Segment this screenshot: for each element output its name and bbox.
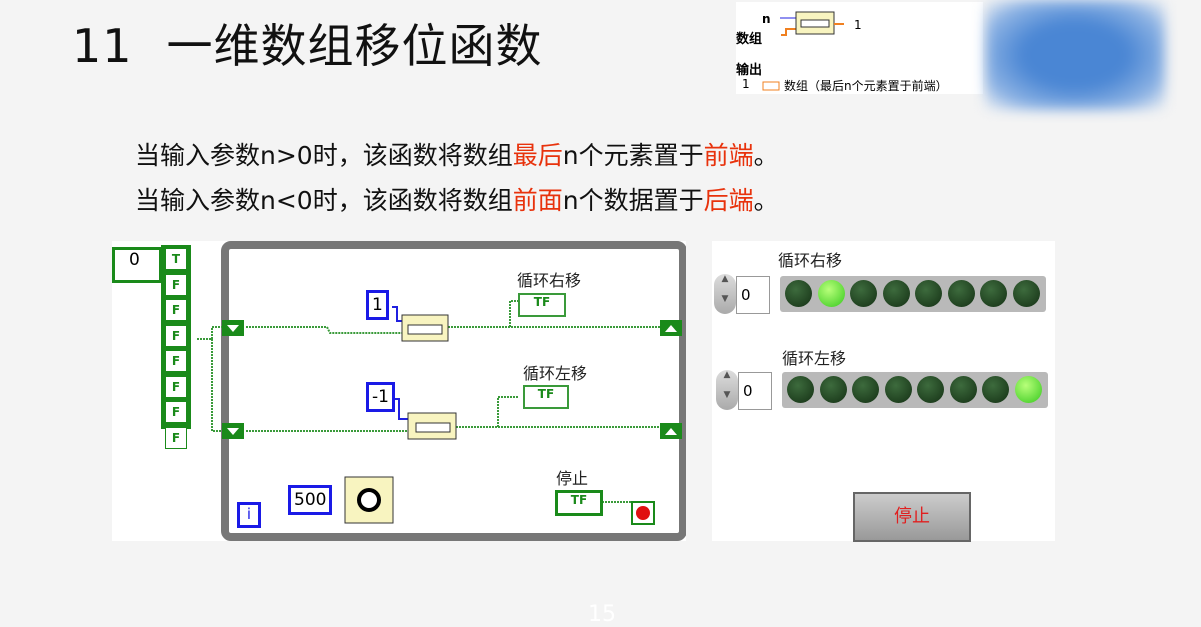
led[interactable] bbox=[884, 376, 912, 403]
left-led-array bbox=[782, 372, 1048, 408]
array-element[interactable]: F bbox=[165, 426, 187, 449]
led[interactable] bbox=[917, 376, 944, 403]
shift-right-constant[interactable]: 1 bbox=[366, 290, 389, 320]
desc-line-2: 当输入参数n<0时，该函数将数组前面n个数据置于后端。 bbox=[135, 186, 779, 215]
stop-terminal[interactable]: TF bbox=[555, 490, 603, 516]
led[interactable] bbox=[852, 376, 879, 403]
led[interactable] bbox=[882, 280, 910, 307]
left-indicator-label: 循环左移 bbox=[523, 364, 588, 383]
right-indicator-terminal[interactable]: TF bbox=[518, 293, 566, 317]
array-element[interactable]: F bbox=[165, 273, 187, 296]
stop-button[interactable]: 停止 bbox=[853, 492, 971, 542]
blurred-image bbox=[985, 0, 1165, 110]
led[interactable] bbox=[915, 280, 942, 307]
led[interactable] bbox=[949, 376, 977, 403]
array-element[interactable]: F bbox=[165, 324, 187, 347]
array-element[interactable]: F bbox=[165, 375, 187, 398]
array-element[interactable]: F bbox=[165, 401, 187, 423]
led[interactable] bbox=[817, 280, 845, 307]
left-index-spinner[interactable]: ▲▼ bbox=[716, 370, 738, 410]
slide-number: 11 bbox=[72, 19, 133, 73]
front-panel: 循环右移 ▲▼ 0 循环左移 ▲▼ 0 停止 bbox=[712, 241, 1055, 542]
led[interactable] bbox=[850, 280, 877, 307]
array-element[interactable]: T bbox=[165, 248, 187, 270]
led[interactable] bbox=[980, 280, 1007, 307]
function-reference: n 数组 1 输出 1 数组（最后n个元素置于前端） bbox=[736, 2, 983, 94]
page-number: 15 bbox=[588, 602, 616, 627]
array-index-control[interactable]: 0 bbox=[112, 247, 162, 283]
right-indicator-label: 循环右移 bbox=[517, 271, 582, 290]
right-index-field[interactable]: 0 bbox=[736, 276, 770, 314]
wait-ms-constant[interactable]: 500 bbox=[288, 485, 333, 515]
left-index-field[interactable]: 0 bbox=[738, 372, 772, 410]
right-index-spinner[interactable]: ▲▼ bbox=[714, 274, 736, 314]
led[interactable] bbox=[1014, 376, 1042, 403]
led[interactable] bbox=[982, 376, 1009, 403]
array-element[interactable]: F bbox=[165, 350, 187, 372]
led[interactable] bbox=[785, 280, 812, 307]
led[interactable] bbox=[787, 376, 814, 403]
led[interactable] bbox=[1012, 280, 1040, 307]
left-indicator-terminal[interactable]: TF bbox=[523, 385, 569, 409]
stop-label: 停止 bbox=[556, 469, 589, 488]
led[interactable] bbox=[819, 376, 847, 403]
right-array-label: 循环右移 bbox=[778, 251, 843, 270]
desc-line-1: 当输入参数n>0时，该函数将数组最后n个元素置于前端。 bbox=[135, 141, 779, 170]
left-array-label: 循环左移 bbox=[782, 349, 847, 368]
right-led-array bbox=[780, 276, 1046, 312]
shift-left-constant[interactable]: -1 bbox=[366, 382, 395, 412]
title-text: 一维数组移位函数 bbox=[166, 19, 543, 73]
slide-title: 11 一维数组移位函数 bbox=[72, 10, 543, 76]
led[interactable] bbox=[947, 280, 975, 307]
iteration-terminal: i bbox=[237, 502, 261, 528]
array-element[interactable]: F bbox=[165, 299, 187, 321]
